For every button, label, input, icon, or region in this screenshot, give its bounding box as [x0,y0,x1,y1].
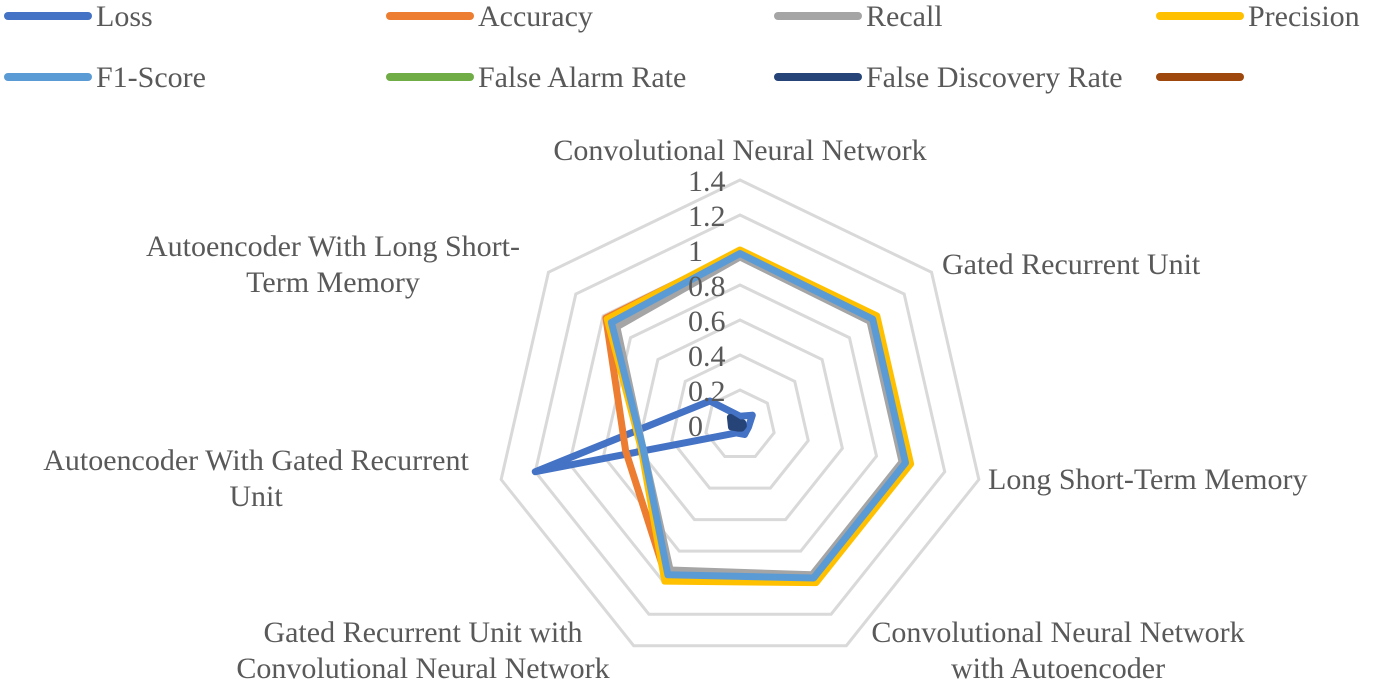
legend-item-false-alarm-rate: False Alarm Rate [386,61,686,94]
tick-label: 1.4 [688,165,726,198]
tick-label: 0.4 [688,340,726,373]
legend-item-f1-score: F1-Score [4,61,206,94]
grid-ring [533,213,947,616]
legend-label: Accuracy [478,0,593,33]
grid-ring [499,178,981,648]
grid-ring [636,318,844,522]
tick-label: 1 [688,235,703,268]
radial-tick-labels: 00.20.40.60.811.21.4 [688,165,726,443]
category-label-convolutional-neural-network: Convolutional Neural Network [553,134,926,167]
legend-label: Precision [1248,0,1360,33]
legend-label: False Alarm Rate [478,61,686,94]
legend-label: F1-Score [96,61,206,94]
radar-series [531,246,915,587]
legend-item-precision: Precision [1156,0,1360,33]
category-label-long-short-term-memory: Long Short-Term Memory [988,463,1308,496]
legend-label: False Discovery Rate [866,61,1123,94]
legend-label: Loss [96,0,153,33]
legend-label: Recall [866,0,943,33]
series-line-false-discovery-rate [726,413,747,432]
legend-item-recall: Recall [774,0,943,33]
tick-label: 0.6 [688,305,726,338]
legend-item-loss: Loss [4,0,153,33]
category-label-gated-recurrent-unit: Gated Recurrent Unit [942,248,1201,281]
series-line-f1-score [607,250,909,582]
category-label-autoencoder-with-long-short-term-memory: Autoencoder With Long Short-Term Memory [146,230,520,299]
legend-item-false-discovery-rate: False Discovery Rate [774,61,1123,94]
tick-label: 0 [688,410,703,443]
tick-label: 0.8 [688,270,726,303]
grid-ring [704,388,776,459]
tick-label: 1.2 [688,200,726,233]
tick-label: 0.2 [688,375,726,408]
grid-ring [670,353,810,490]
legend-item-accuracy: Accuracy [386,0,593,33]
series-line-loss [531,397,756,476]
